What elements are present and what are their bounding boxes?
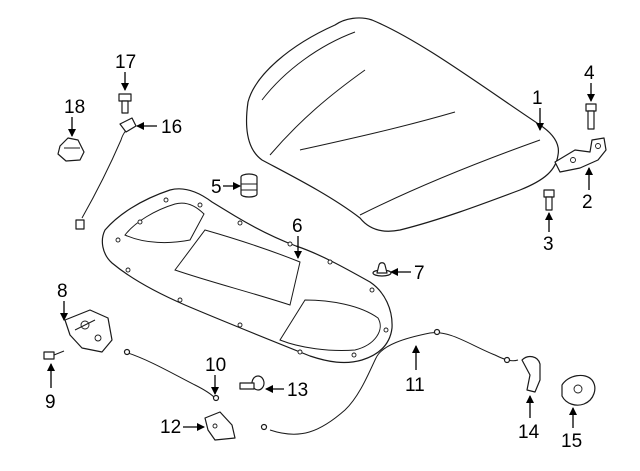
release-handle (521, 355, 541, 393)
callout-12: 12 (160, 417, 205, 438)
svg-text:1: 1 (532, 88, 543, 109)
svg-text:16: 16 (161, 117, 182, 138)
bracket (204, 411, 236, 441)
release-cable-11 (260, 328, 519, 435)
callout-7: 7 (390, 263, 425, 284)
svg-text:4: 4 (584, 63, 595, 84)
svg-text:9: 9 (45, 392, 56, 413)
svg-text:3: 3 (543, 234, 554, 255)
bolt-3 (543, 189, 555, 211)
svg-text:17: 17 (115, 52, 136, 73)
callout-17: 17 (115, 52, 136, 91)
hood-panel (245, 17, 560, 232)
callout-13: 13 (265, 380, 308, 401)
callout-4: 4 (584, 63, 595, 102)
callout-2: 2 (582, 167, 593, 213)
svg-text:15: 15 (561, 431, 582, 452)
callout-8: 8 (57, 281, 68, 321)
bolt-17 (118, 93, 132, 114)
svg-text:2: 2 (582, 192, 593, 213)
callout-9: 9 (45, 363, 56, 413)
svg-text:8: 8 (57, 281, 68, 302)
svg-text:13: 13 (287, 380, 308, 401)
grommet (57, 137, 85, 162)
hood-insulator (101, 188, 393, 364)
svg-text:7: 7 (414, 263, 425, 284)
svg-text:14: 14 (518, 422, 540, 443)
hinge (554, 137, 607, 173)
release-lever (561, 374, 596, 406)
svg-text:10: 10 (205, 355, 226, 376)
bumper (240, 173, 258, 198)
svg-text:6: 6 (292, 216, 303, 237)
callout-6: 6 (292, 216, 303, 259)
callout-15: 15 (561, 407, 582, 452)
bolt-4 (585, 103, 597, 130)
clip (372, 262, 392, 277)
callout-14: 14 (518, 395, 540, 443)
callout-5: 5 (211, 177, 241, 198)
svg-text:18: 18 (64, 97, 85, 118)
callout-1: 1 (532, 88, 544, 131)
callout-11: 11 (405, 345, 425, 396)
svg-text:5: 5 (211, 177, 222, 198)
bolt-9 (43, 350, 65, 360)
callout-18: 18 (64, 97, 85, 137)
latch (64, 309, 113, 353)
callout-16: 16 (136, 117, 182, 138)
bolt-13 (239, 375, 265, 391)
svg-text:11: 11 (405, 375, 425, 396)
svg-text:12: 12 (160, 417, 181, 438)
callout-10: 10 (205, 355, 226, 395)
callout-3: 3 (543, 212, 554, 255)
